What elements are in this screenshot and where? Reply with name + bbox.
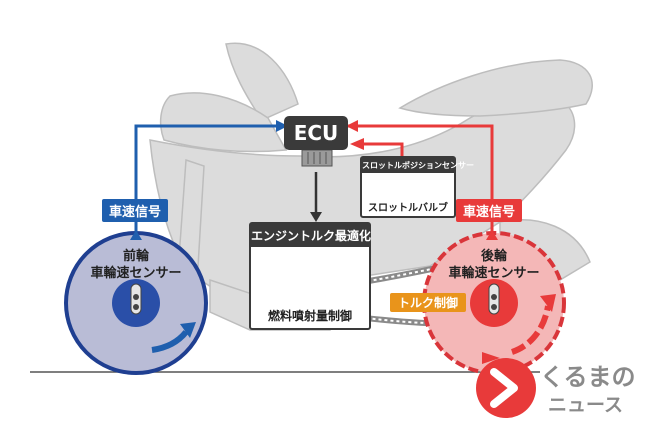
front-speed-signal-tag: 車速信号 bbox=[102, 199, 169, 222]
torque-control-tag: トルク制御 bbox=[390, 293, 467, 312]
ecu-box: ECU bbox=[284, 116, 348, 150]
front-rotation-arrow-icon bbox=[151, 322, 196, 353]
rear-wheel-label-line1: 後輪 bbox=[480, 249, 507, 264]
front-wheel-label: 前輪 車輪速センサー bbox=[86, 248, 186, 282]
engine-panel-title: エンジントルク最適化 bbox=[251, 224, 371, 247]
throttle-signal-line bbox=[350, 138, 404, 158]
throttle-panel: スロットルポジションセンサー スロットルバルブ bbox=[360, 156, 474, 218]
rear-wheel-label-line2: 車輪速センサー bbox=[448, 266, 540, 281]
ecu-connector bbox=[301, 149, 333, 167]
ecu-to-engine-arrow bbox=[310, 172, 322, 222]
rear-speed-signal-tag: 車速信号 bbox=[456, 199, 523, 222]
engine-panel-caption: 燃料噴射量制御 bbox=[267, 309, 352, 323]
throttle-sensor-label: スロットルポジションセンサー bbox=[362, 158, 474, 173]
front-wheel-label-line2: 車輪速センサー bbox=[90, 266, 182, 281]
throttle-valve-label: スロットルバルブ bbox=[368, 203, 448, 214]
logo-mark-icon bbox=[476, 358, 536, 418]
rear-signal-line bbox=[346, 120, 498, 240]
rear-rotation-arrow-icon bbox=[482, 294, 556, 364]
front-wheel bbox=[64, 231, 208, 375]
front-signal-line bbox=[130, 120, 288, 240]
ecu-label: ECU bbox=[293, 121, 339, 145]
logo-text-line1: くるまの bbox=[540, 363, 636, 391]
front-wheel-label-line1: 前輪 bbox=[122, 249, 149, 264]
rear-wheel-label: 後輪 車輪速センサー bbox=[444, 248, 544, 282]
logo-text-line2: ニュース bbox=[548, 394, 624, 416]
engine-torque-panel: エンジントルク最適化 燃料噴射量制御 bbox=[249, 222, 371, 330]
